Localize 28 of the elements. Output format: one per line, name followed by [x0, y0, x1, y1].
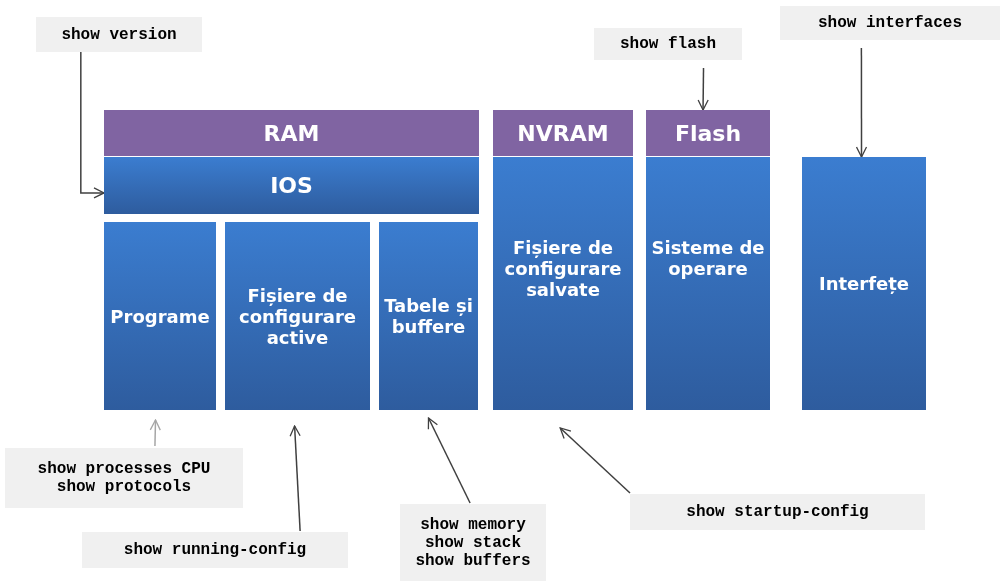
memory-block: IOS [104, 157, 479, 214]
command-text: show protocols [56, 478, 192, 496]
command-label [400, 504, 546, 581]
memory-header: RAM [104, 110, 479, 156]
memory-header: Flash [646, 110, 770, 156]
memory-block: Programe [104, 222, 216, 410]
arrow [855, 47, 868, 158]
arrow [559, 427, 631, 494]
command-text: show memory [420, 515, 526, 534]
memory-block: Sisteme de operare [646, 157, 770, 410]
arrow [80, 51, 105, 199]
command-text: show processes CPU [37, 460, 211, 478]
memory-header: NVRAM [493, 110, 633, 156]
command-text: show stack [425, 533, 521, 552]
memory-block: Fișiere de configurare active [225, 222, 370, 410]
arrow [289, 425, 301, 532]
command-text: show buffers [415, 551, 531, 570]
command-label: show version [36, 17, 202, 52]
memory-block: Interfețe [802, 157, 926, 410]
arrow [149, 419, 161, 447]
command-label: show startup-config [630, 494, 925, 530]
arrow [427, 417, 471, 504]
memory-block: Tabele și buffere [379, 222, 478, 410]
arrow [697, 67, 709, 111]
memory-block: Fișiere de configurare salvate [493, 157, 633, 410]
command-label: show interfaces [780, 6, 1000, 40]
command-label: show running-config [82, 532, 348, 568]
command-label: show flash [594, 28, 742, 60]
